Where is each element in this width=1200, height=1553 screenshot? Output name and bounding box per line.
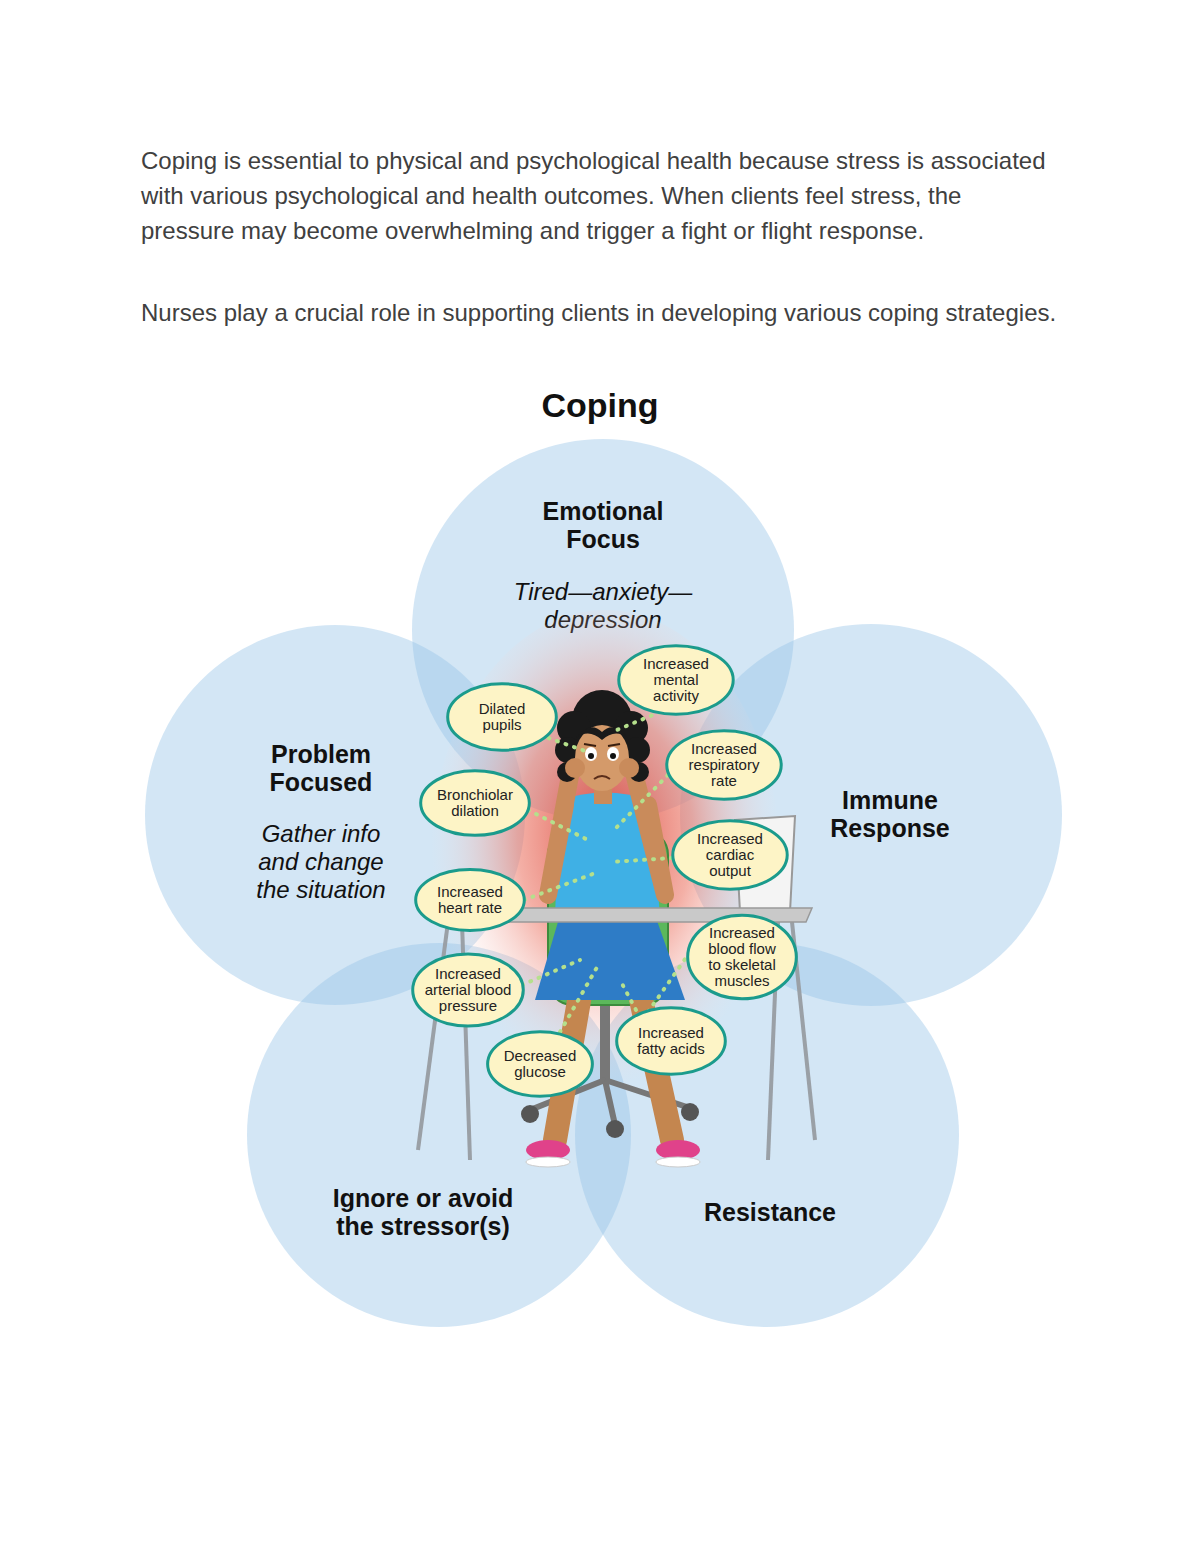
face — [575, 725, 629, 791]
pupil — [610, 753, 616, 759]
ellipse-shape — [416, 870, 525, 931]
response-ellipse: Increased mental activity — [617, 644, 735, 716]
response-ellipse: Increased blood flow to skeletal muscles — [686, 913, 798, 1001]
eyebrow — [608, 744, 620, 746]
ellipse-content: Increased mental activity — [617, 644, 735, 716]
circle-shape — [412, 439, 794, 821]
response-text: Increased arterial blood pressure — [422, 966, 514, 1014]
ellipse-content: Increased arterial blood pressure — [411, 952, 525, 1028]
ellipse-shape — [488, 1032, 593, 1097]
leader-line — [610, 858, 672, 862]
ellipse-content: Increased blood flow to skeletal muscles — [686, 913, 798, 1001]
chair-wheel — [681, 1103, 699, 1121]
leader-line — [612, 712, 660, 732]
ellipse-content: Dilated pupils — [446, 682, 558, 752]
ellipse-shape — [448, 684, 557, 751]
stress-glow — [430, 610, 780, 1110]
body-paragraph: Coping is essential to physical and psyc… — [141, 143, 1061, 248]
ellipse-content: Increased fatty acids — [615, 1006, 727, 1076]
ellipse-shape — [617, 1008, 726, 1075]
ellipse-content: Increased cardiac output — [671, 819, 789, 891]
response-ellipse: Increased respiratory rate — [665, 729, 783, 801]
eye — [607, 747, 619, 761]
ellipse-content: Bronchiolar dilation — [419, 769, 531, 837]
response-text: Increased blood flow to skeletal muscles — [702, 925, 782, 989]
ellipse-shape — [673, 821, 787, 889]
chair-post — [600, 1000, 610, 1080]
arm — [632, 765, 665, 895]
circle-description: Gather info and change the situation — [242, 820, 400, 904]
chair-wheel — [521, 1105, 539, 1123]
leader-line — [524, 872, 598, 900]
circle-shape — [247, 943, 631, 1327]
response-text: Increased fatty acids — [627, 1025, 715, 1057]
sandal-sole — [656, 1157, 700, 1167]
response-ellipse: Decreased glucose — [486, 1030, 594, 1098]
circle-shape — [145, 625, 525, 1005]
circle-heading: Emotional Focus — [528, 497, 678, 553]
sandal-sole — [526, 1157, 570, 1167]
circle-heading: Problem Focused — [246, 740, 396, 796]
ellipse-content: Decreased glucose — [486, 1030, 594, 1098]
response-text: Increased cardiac output — [686, 831, 774, 879]
chair-wheel — [606, 1120, 624, 1138]
response-text: Increased heart rate — [426, 884, 514, 916]
response-text: Decreased glucose — [496, 1048, 584, 1080]
eyebrow — [584, 744, 596, 746]
eye — [585, 747, 597, 761]
body-paragraph: Nurses play a crucial role in supporting… — [141, 295, 1061, 330]
response-ellipse: Increased fatty acids — [615, 1006, 727, 1076]
leader-line — [560, 962, 600, 1032]
response-ellipse: Bronchiolar dilation — [419, 769, 531, 837]
leader-line — [620, 980, 636, 1010]
hand — [565, 758, 585, 778]
leader-line — [648, 952, 690, 1012]
response-ellipse: Increased cardiac output — [671, 819, 789, 891]
circle-heading: Resistance — [670, 1198, 870, 1226]
circle-shape — [575, 943, 959, 1327]
leader-line — [528, 810, 592, 842]
pupil — [588, 753, 594, 759]
skirt — [535, 915, 685, 1000]
diagram-title: Coping — [0, 385, 1200, 425]
response-ellipse: Increased heart rate — [414, 868, 526, 932]
circle-heading: Ignore or avoid the stressor(s) — [318, 1184, 528, 1240]
circle-heading: Immune Response — [815, 786, 965, 842]
ellipse-content: Increased respiratory rate — [665, 729, 783, 801]
response-text: Dilated pupils — [462, 701, 542, 733]
response-ellipse: Dilated pupils — [446, 682, 558, 752]
response-ellipse: Increased arterial blood pressure — [411, 952, 525, 1028]
response-text: Increased respiratory rate — [680, 741, 768, 789]
ellipse-content: Increased heart rate — [414, 868, 526, 932]
hand — [619, 758, 639, 778]
ellipse-shape — [667, 731, 781, 799]
ellipse-shape — [619, 646, 733, 714]
ellipse-shape — [421, 771, 530, 836]
leader-line — [540, 735, 588, 752]
ellipse-shape — [413, 954, 524, 1026]
leader-line — [612, 775, 668, 832]
response-text: Increased mental activity — [632, 656, 720, 704]
leader-line — [522, 960, 580, 985]
circle-shape — [680, 624, 1062, 1006]
ellipse-shape — [688, 915, 797, 999]
response-text: Bronchiolar dilation — [431, 787, 519, 819]
mouth — [594, 776, 610, 779]
